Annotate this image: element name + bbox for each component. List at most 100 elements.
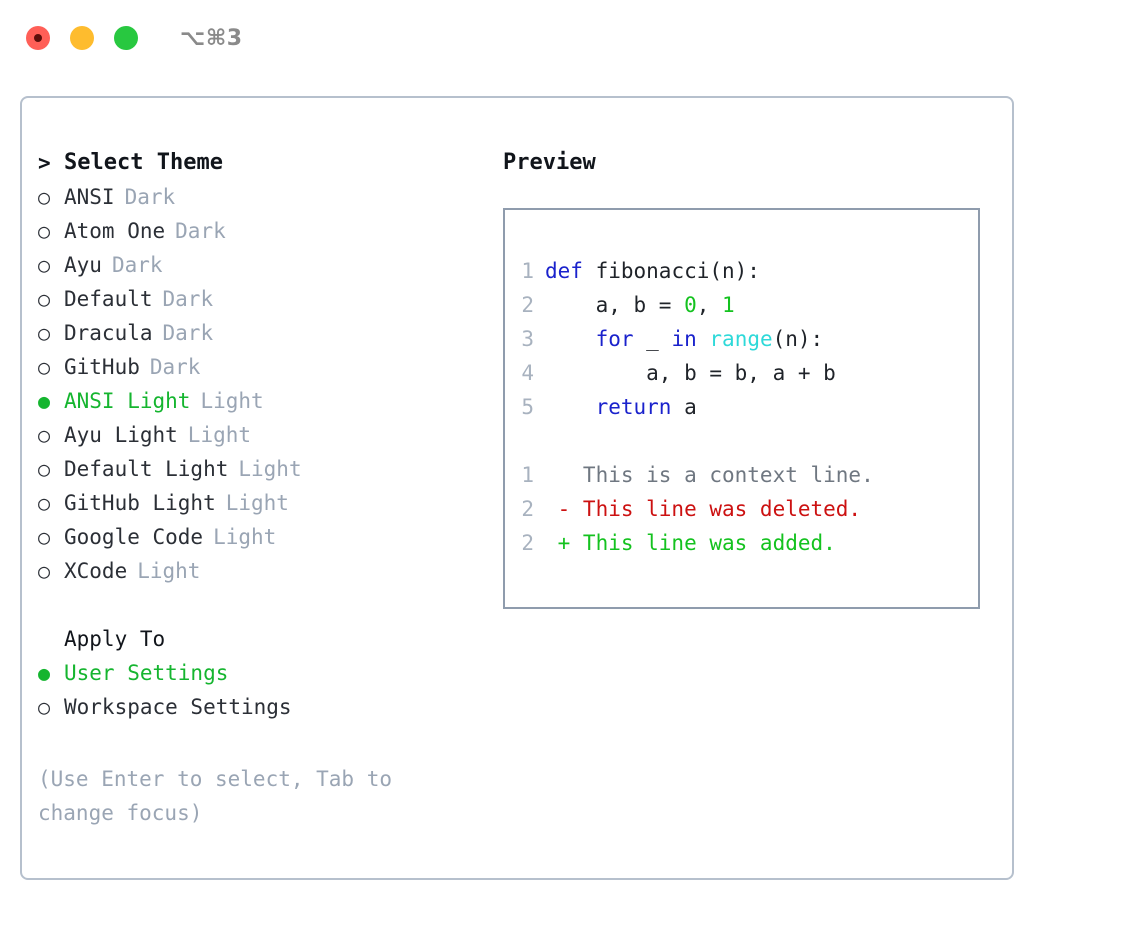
apply-to-label: Workspace Settings [64, 695, 292, 719]
code-token-kw: return [595, 395, 672, 419]
radio-empty-icon: ○ [38, 559, 51, 583]
diff-line-content: + This line was added. [545, 531, 836, 555]
apply-to-label: User Settings [64, 661, 229, 685]
apply-to-list: ●User Settings ○ Workspace Settings [38, 656, 498, 724]
select-theme-heading: > Select Theme [38, 146, 498, 180]
theme-name-label: GitHub [64, 355, 140, 379]
theme-list-item[interactable]: ○ GitHub Light Light [38, 486, 498, 520]
apply-to-item[interactable]: ○ Workspace Settings [38, 690, 498, 724]
code-token-plain: a [671, 395, 697, 419]
theme-variant-tag: Light [213, 525, 277, 549]
code-token-fn: range [709, 327, 773, 351]
code-line-content: def fibonacci(n): [545, 254, 760, 288]
theme-name-label: Ayu [64, 253, 102, 277]
code-line-number: 5 [521, 395, 534, 419]
code-line: 3 for _ in range(n): [505, 322, 978, 356]
minimize-button[interactable] [70, 26, 94, 50]
radio-empty-icon: ○ [38, 287, 51, 311]
theme-variant-tag: Light [225, 491, 289, 515]
title-bar: ⌥⌘3 [0, 0, 1140, 76]
select-theme-heading-label: Select Theme [64, 150, 223, 175]
theme-name-label: ANSI Light [64, 389, 191, 413]
theme-variant-tag: Dark [175, 219, 226, 243]
code-token-plain [545, 327, 596, 351]
theme-variant-tag: Dark [162, 321, 214, 345]
code-line: 5 return a [505, 390, 978, 424]
code-line: 4 a, b = b, a + b [505, 356, 978, 390]
caret-icon: > [38, 151, 51, 175]
code-line-content: return a [545, 390, 697, 424]
code-line-content: a, b = b, a + b [545, 356, 836, 390]
maximize-button[interactable] [114, 26, 138, 50]
theme-name-label: GitHub Light [64, 491, 216, 515]
apply-to-item[interactable]: ●User Settings [38, 656, 498, 690]
code-token-plain: (n): [772, 327, 824, 351]
theme-variant-tag: Light [200, 389, 264, 413]
radio-empty-icon: ○ [38, 423, 51, 447]
theme-name-label: Default Light [64, 457, 229, 481]
theme-variant-tag: Dark [111, 253, 163, 277]
code-token-kw: in [671, 327, 697, 351]
code-token-num: 1 [722, 293, 735, 317]
theme-variant-tag: Dark [149, 355, 201, 379]
apply-to-heading: ○ Apply To [38, 622, 498, 656]
code-line: 1 def fibonacci(n): [505, 254, 978, 288]
diff-line: 2 + This line was added. [505, 526, 978, 560]
keyboard-hint: (Use Enter to select, Tab to change focu… [38, 767, 393, 825]
diff-preview: 1 This is a context line.2 - This line w… [505, 458, 978, 560]
diff-line-content: This is a context line. [545, 463, 874, 487]
code-line: 2 a, b = 0, 1 [505, 288, 978, 322]
diff-line: 1 This is a context line. [505, 458, 978, 492]
theme-list-item[interactable]: ○ ANSI Dark [38, 180, 498, 214]
radio-empty-icon: ○ [38, 695, 51, 719]
diff-line-number: 2 [521, 531, 534, 555]
window-title: ⌥⌘3 [180, 25, 243, 51]
radio-empty-icon: ○ [38, 185, 51, 209]
code-token-plain: a, b = b, a + b [545, 361, 836, 385]
code-token-num: 0 [684, 293, 697, 317]
code-line-number: 1 [521, 259, 534, 283]
code-token-plain: _ [633, 327, 672, 351]
close-button[interactable] [26, 26, 50, 50]
theme-variant-tag: Dark [162, 287, 214, 311]
code-line-number: 2 [521, 293, 534, 317]
list-spacer [38, 588, 498, 622]
preview-title: Preview [503, 150, 596, 175]
diff-line-number: 2 [521, 497, 534, 521]
theme-list-item[interactable]: ○ Ayu Dark [38, 248, 498, 282]
code-token-plain [697, 327, 710, 351]
theme-name-label: XCode [64, 559, 128, 583]
theme-name-label: Ayu Light [64, 423, 178, 447]
code-token-plain: a, b = [545, 293, 685, 317]
diff-line-number: 1 [521, 463, 534, 487]
radio-empty-icon: ○ [38, 321, 51, 345]
radio-empty-icon: ○ [38, 491, 51, 515]
code-token-kw: def [545, 259, 583, 283]
code-token-kw: for [595, 327, 634, 351]
diff-line: 2 - This line was deleted. [505, 492, 978, 526]
theme-name-label: ANSI [64, 185, 115, 209]
radio-empty-icon: ○ [38, 253, 51, 277]
preview-gap [505, 424, 978, 458]
radio-empty-icon: ○ [38, 457, 51, 481]
theme-variant-tag: Dark [124, 185, 176, 209]
diff-line-content: - This line was deleted. [545, 497, 862, 521]
code-token-plain: , [696, 293, 723, 317]
theme-name-label: Atom One [64, 219, 166, 243]
record-dot-icon [34, 34, 42, 42]
